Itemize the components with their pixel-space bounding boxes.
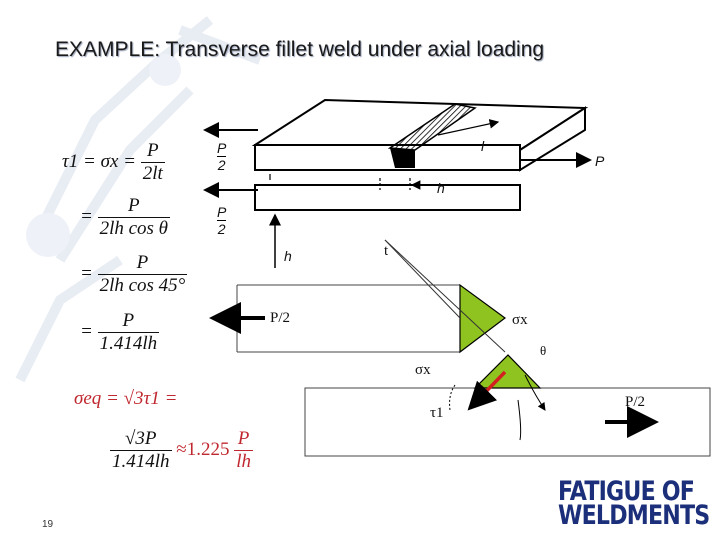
h-label: h [437, 180, 445, 196]
theta-label: θ [540, 343, 547, 358]
equation-2-lhs: = [80, 205, 93, 227]
equation-6-num-2: P [234, 428, 253, 451]
equation-6-den-2: lh [236, 451, 251, 472]
p2-lower-num: P [217, 204, 227, 221]
l-label: l [481, 138, 485, 154]
equation-3-lhs: = [80, 262, 93, 284]
equation-1-lhs: τ1 = σx = [62, 150, 136, 172]
p2-upper-den: 2 [217, 157, 226, 173]
equation-4-num: P [97, 310, 160, 333]
equation-5: σeq = √3τ1 = [74, 388, 177, 410]
equation-6-fraction-2: P lh [234, 428, 253, 473]
p-right-label: P [595, 153, 605, 169]
slide-title: EXAMPLE: Transverse fillet weld under ax… [55, 38, 545, 61]
equation-4-fraction: P 1.414lh [97, 310, 160, 355]
equation-4-lhs: = [80, 320, 93, 342]
weld-bead [387, 103, 477, 151]
equation-2-den: 2lh cos θ [99, 218, 169, 239]
equation-3-den: 2lh cos 45° [99, 275, 186, 296]
p2-left-label: P/2 [270, 310, 291, 326]
brand-line-1: FATIGUE OF [558, 476, 695, 507]
equation-1-den: 2lt [142, 163, 163, 184]
upper-plate-front [254, 144, 521, 171]
tau1-label: τ1 [430, 405, 444, 421]
brand-line-2: WELDMENTS [558, 500, 710, 531]
equation-2: = P 2lh cos θ [80, 195, 171, 240]
equation-2-num: P [97, 195, 171, 218]
sigma-x-right-label: σx [512, 312, 528, 328]
equation-3-fraction: P 2lh cos 45° [97, 252, 188, 297]
p2-upper-label: P 2 [217, 140, 227, 173]
equation-1-fraction: P 2lt [140, 140, 165, 185]
equation-6-num: √3P [110, 428, 172, 451]
brand-logo: FATIGUE OF WELDMENTS [558, 476, 710, 531]
equation-6-approx: ≈1.225 [176, 438, 230, 460]
equation-3: = P 2lh cos 45° [80, 252, 188, 297]
lower-plate-front [254, 184, 521, 211]
equation-4-den: 1.414lh [99, 333, 158, 354]
p2-right-label: P/2 [625, 394, 646, 410]
equation-3-num: P [97, 252, 188, 275]
p2-upper-num: P [217, 140, 227, 157]
equation-6: √3P 1.414lh ≈1.225 P lh [110, 428, 253, 473]
p2-lower-den: 2 [217, 221, 226, 237]
equation-6-den: 1.414lh [112, 451, 170, 472]
sigma-x-mid-label: σx [415, 362, 431, 378]
equation-5-lhs: σeq = √3τ1 = [74, 388, 178, 409]
weld-triangle-upper [459, 283, 507, 354]
equation-2-fraction: P 2lh cos θ [97, 195, 171, 240]
t-label: t [384, 243, 389, 259]
equation-1: τ1 = σx = P 2lt [62, 140, 165, 185]
equation-6-fraction: √3P 1.414lh [110, 428, 172, 473]
p2-lower-label: P 2 [217, 204, 227, 237]
h-bottom-label: h [284, 248, 292, 264]
equation-1-num: P [140, 140, 165, 163]
page-number: 19 [42, 519, 54, 530]
weld-triangle-lower [473, 354, 542, 389]
equation-4: = P 1.414lh [80, 310, 160, 355]
